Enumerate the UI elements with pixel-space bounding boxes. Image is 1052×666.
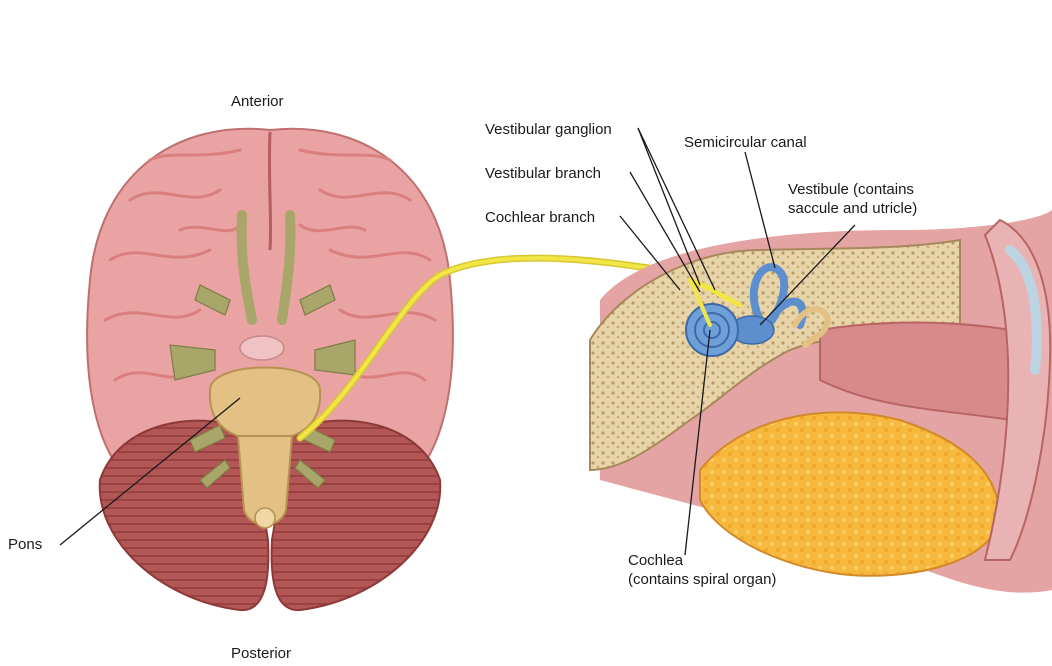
label-anterior: Anterior xyxy=(231,93,284,110)
label-pons: Pons xyxy=(8,536,43,553)
ossicles xyxy=(792,306,832,348)
pituitary xyxy=(239,335,285,361)
label-vestibule: Vestibule (contains saccule and utricle) xyxy=(788,181,918,217)
cochlea-shape xyxy=(685,303,739,357)
label-vestibular-ganglion: Vestibular ganglion xyxy=(485,121,612,138)
label-semicircular-canal: Semicircular canal xyxy=(684,134,807,151)
label-cochlear-branch: Cochlear branch xyxy=(485,209,596,226)
label-vestibular-branch: Vestibular branch xyxy=(485,165,601,182)
cranial-nerves xyxy=(169,284,356,489)
longitudinal-fissure xyxy=(267,131,273,251)
cerebral-gyri xyxy=(103,148,437,382)
pons xyxy=(208,366,322,442)
cerebellum-right xyxy=(270,419,442,612)
olfactory-tract-right xyxy=(277,210,296,325)
leader-lines xyxy=(59,127,856,556)
ear-cross-section xyxy=(589,210,1052,593)
ear-cartilage xyxy=(1005,245,1042,375)
label-cochlea: Cochlea (contains spiral organ) xyxy=(628,552,777,588)
brain-inferior-view xyxy=(86,127,454,612)
spinal-cord-section xyxy=(254,507,276,529)
olfactory-tract-left xyxy=(236,210,257,325)
label-posterior: Posterior xyxy=(231,645,292,662)
